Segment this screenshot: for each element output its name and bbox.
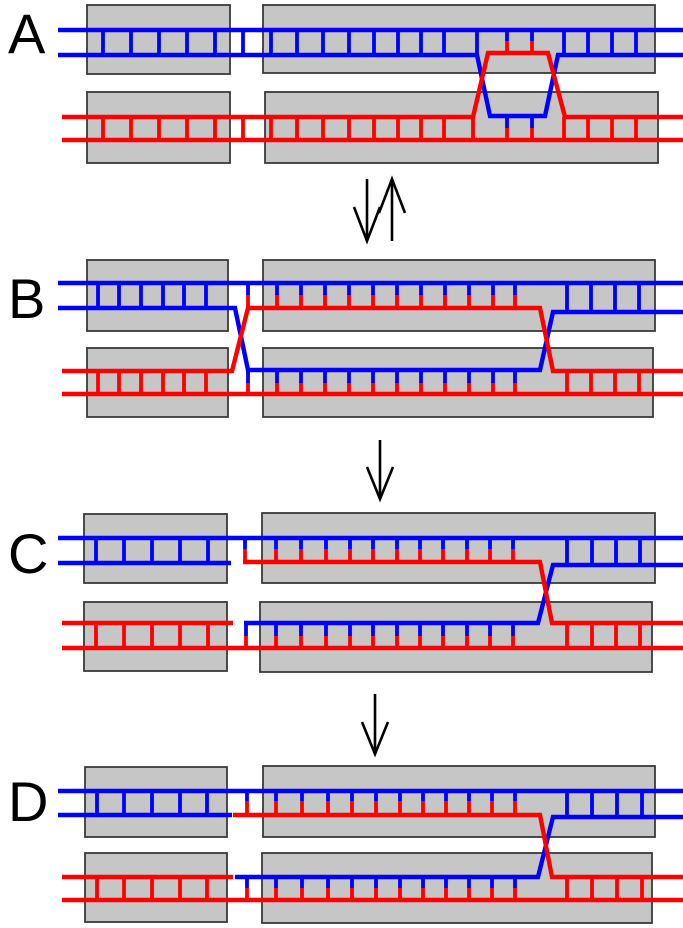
b-to-c-down-arrow-icon	[365, 440, 395, 503]
duplex-region-box	[83, 601, 228, 672]
arrow-head	[352, 206, 382, 245]
red-strand	[62, 50, 683, 120]
panel-label-d: D	[8, 770, 49, 833]
arrow-head	[365, 466, 395, 503]
duplex-region-box	[262, 765, 656, 838]
panel-c-drawing	[58, 512, 683, 673]
duplex-region-box	[264, 91, 659, 164]
duplex-region-box	[84, 852, 228, 923]
arrow-head	[360, 721, 390, 758]
red-strand	[62, 305, 683, 374]
panel-label-a: A	[8, 2, 46, 65]
panel-b-drawing	[58, 259, 683, 418]
duplex-region-box	[262, 347, 654, 418]
equilibrium-up-arrow-icon	[377, 175, 407, 241]
equilibrium-down-arrow-icon	[352, 179, 382, 245]
panel-label-b: B	[8, 267, 46, 330]
duplex-region-box	[262, 259, 656, 332]
panel-d-drawing	[58, 765, 683, 924]
panel-a-drawing	[58, 4, 683, 164]
blue-strand	[58, 52, 683, 119]
arrow-head	[377, 175, 407, 214]
duplex-region-box	[261, 512, 656, 584]
duplex-region-box	[84, 766, 228, 838]
c-to-d-down-arrow-icon	[360, 694, 390, 758]
duplex-region-box	[83, 513, 228, 584]
panel-label-c: C	[8, 522, 49, 585]
